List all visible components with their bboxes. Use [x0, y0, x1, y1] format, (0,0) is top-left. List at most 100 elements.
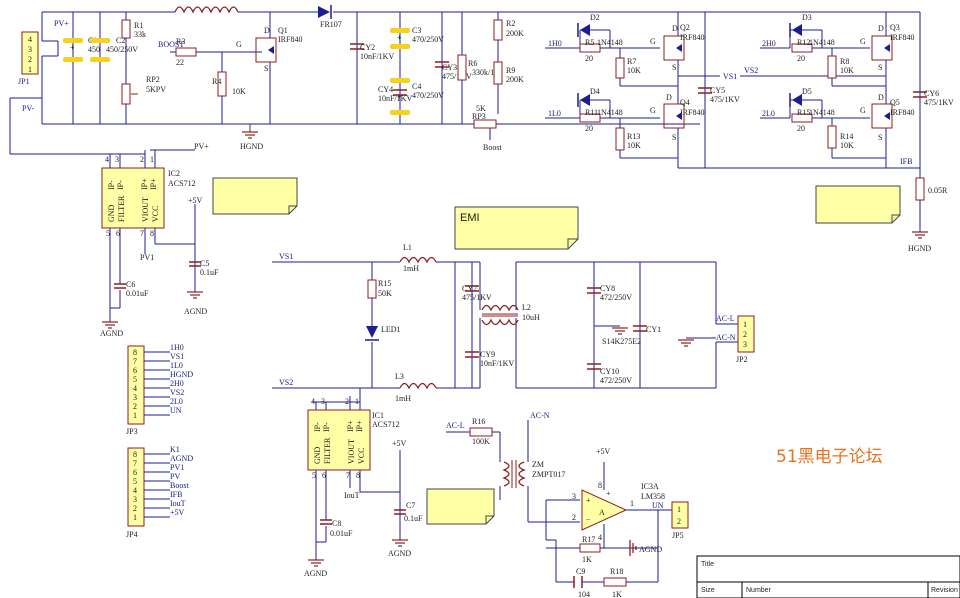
svg-text:CY6: CY6 [924, 89, 939, 98]
svg-text:7: 7 [133, 459, 137, 468]
note-3[interactable] [815, 185, 901, 224]
svg-text:Q2: Q2 [680, 23, 690, 32]
svg-text:VS1: VS1 [170, 352, 184, 361]
jp5-connector[interactable]: 12 JP5 [671, 501, 689, 540]
rp2-pot: RP2 5KPV [121, 75, 166, 105]
svg-text:200K: 200K [506, 29, 524, 38]
svg-text:D: D [666, 93, 672, 102]
svg-text:HGND: HGND [240, 142, 263, 151]
svg-text:8: 8 [356, 471, 360, 480]
svg-text:VS2: VS2 [744, 66, 758, 75]
svg-text:200K: 200K [506, 75, 524, 84]
svg-text:5: 5 [312, 471, 316, 480]
svg-text:CY3: CY3 [442, 63, 457, 72]
svg-text:K1: K1 [170, 445, 180, 454]
svg-text:4: 4 [28, 35, 32, 44]
svg-text:IP-: IP- [313, 422, 322, 432]
svg-text:IC3A: IC3A [641, 482, 659, 491]
svg-text:G: G [650, 37, 656, 46]
svg-text:10K: 10K [840, 141, 854, 150]
svg-text:6: 6 [116, 229, 120, 238]
svg-text:R15: R15 [378, 279, 391, 288]
svg-text:G: G [236, 40, 242, 49]
svg-text:D4: D4 [590, 87, 600, 96]
svg-text:2: 2 [133, 504, 137, 513]
svg-text:1L0: 1L0 [548, 109, 561, 118]
svg-text:10K: 10K [627, 66, 641, 75]
svg-text:2H0: 2H0 [762, 39, 776, 48]
cy3-capacitor: CY3 475/1KV [435, 61, 472, 81]
svg-text:50K: 50K [378, 289, 392, 298]
note-emi[interactable]: EMI [454, 206, 579, 250]
svg-text:ZM: ZM [532, 460, 544, 469]
svg-text:5K: 5K [476, 104, 486, 113]
svg-text:S: S [264, 64, 268, 73]
svg-text:IRF840: IRF840 [890, 108, 914, 117]
r2-resistor: R2 200K [493, 19, 524, 41]
svg-text:475/1KV: 475/1KV [462, 293, 492, 302]
svg-text:10K: 10K [627, 141, 641, 150]
svg-text:470/250V: 470/250V [412, 35, 444, 44]
svg-text:R17: R17 [582, 535, 595, 544]
svg-text:HGND: HGND [170, 370, 193, 379]
opamp-agnd: AGND [604, 540, 662, 556]
svg-text:IouT: IouT [170, 499, 186, 508]
svg-text:4: 4 [105, 155, 109, 164]
note-emi-text: EMI [460, 212, 480, 224]
svg-text:G: G [650, 106, 656, 115]
svg-text:475/1KV: 475/1KV [442, 72, 472, 81]
svg-text:HGND: HGND [908, 244, 931, 253]
svg-text:IFB: IFB [900, 157, 912, 166]
svg-text:FR107: FR107 [320, 20, 342, 29]
svg-text:AC-L: AC-L [716, 314, 735, 323]
svg-text:1N4148: 1N4148 [809, 108, 835, 117]
svg-text:JP4: JP4 [126, 530, 138, 539]
svg-text:2: 2 [345, 397, 349, 406]
svg-text:6: 6 [133, 366, 137, 375]
svg-text:VIOUT: VIOUT [347, 439, 356, 464]
svg-text:1: 1 [630, 499, 634, 508]
svg-text:ZMPT017: ZMPT017 [532, 470, 565, 479]
svg-text:FILTER: FILTER [117, 195, 126, 222]
svg-text:2: 2 [743, 330, 747, 339]
svg-text:3: 3 [321, 397, 325, 406]
note-4[interactable] [426, 488, 495, 525]
svg-text:PV+: PV+ [54, 19, 69, 28]
svg-text:R8: R8 [840, 57, 849, 66]
number-label: Number [746, 587, 772, 594]
svg-text:FILTER: FILTER [323, 437, 332, 464]
svg-text:L2: L2 [522, 303, 531, 312]
svg-text:RP3: RP3 [472, 112, 486, 121]
svg-text:3: 3 [115, 155, 119, 164]
svg-text:JP2: JP2 [736, 355, 748, 364]
jp2-connector[interactable]: 123 AC-LAC-N JP2 [716, 314, 755, 364]
svg-text:−: − [586, 515, 591, 524]
note-1[interactable] [212, 177, 298, 215]
svg-text:33k: 33k [134, 30, 146, 39]
svg-text:470/250V: 470/250V [412, 91, 444, 100]
svg-text:R13: R13 [627, 132, 640, 141]
boost-inductor [174, 6, 239, 14]
svg-text:VIOUT: VIOUT [141, 197, 150, 222]
svg-text:VS2: VS2 [279, 378, 293, 387]
c3-capacitor: + C3 470/250V [390, 26, 444, 49]
svg-text:VS2: VS2 [170, 388, 184, 397]
jp1-connector[interactable]: 4 3 2 1 JP1 PV+ PV- [18, 19, 69, 113]
svg-text:AC-N: AC-N [530, 411, 550, 420]
svg-text:1: 1 [133, 411, 137, 420]
svg-text:100K: 100K [472, 437, 490, 446]
svg-text:7: 7 [140, 229, 144, 238]
svg-text:A: A [599, 508, 605, 517]
svg-text:0.1uF: 0.1uF [200, 268, 219, 277]
svg-text:5: 5 [133, 477, 137, 486]
svg-text:7: 7 [346, 471, 350, 480]
svg-text:LED1: LED1 [381, 325, 401, 334]
